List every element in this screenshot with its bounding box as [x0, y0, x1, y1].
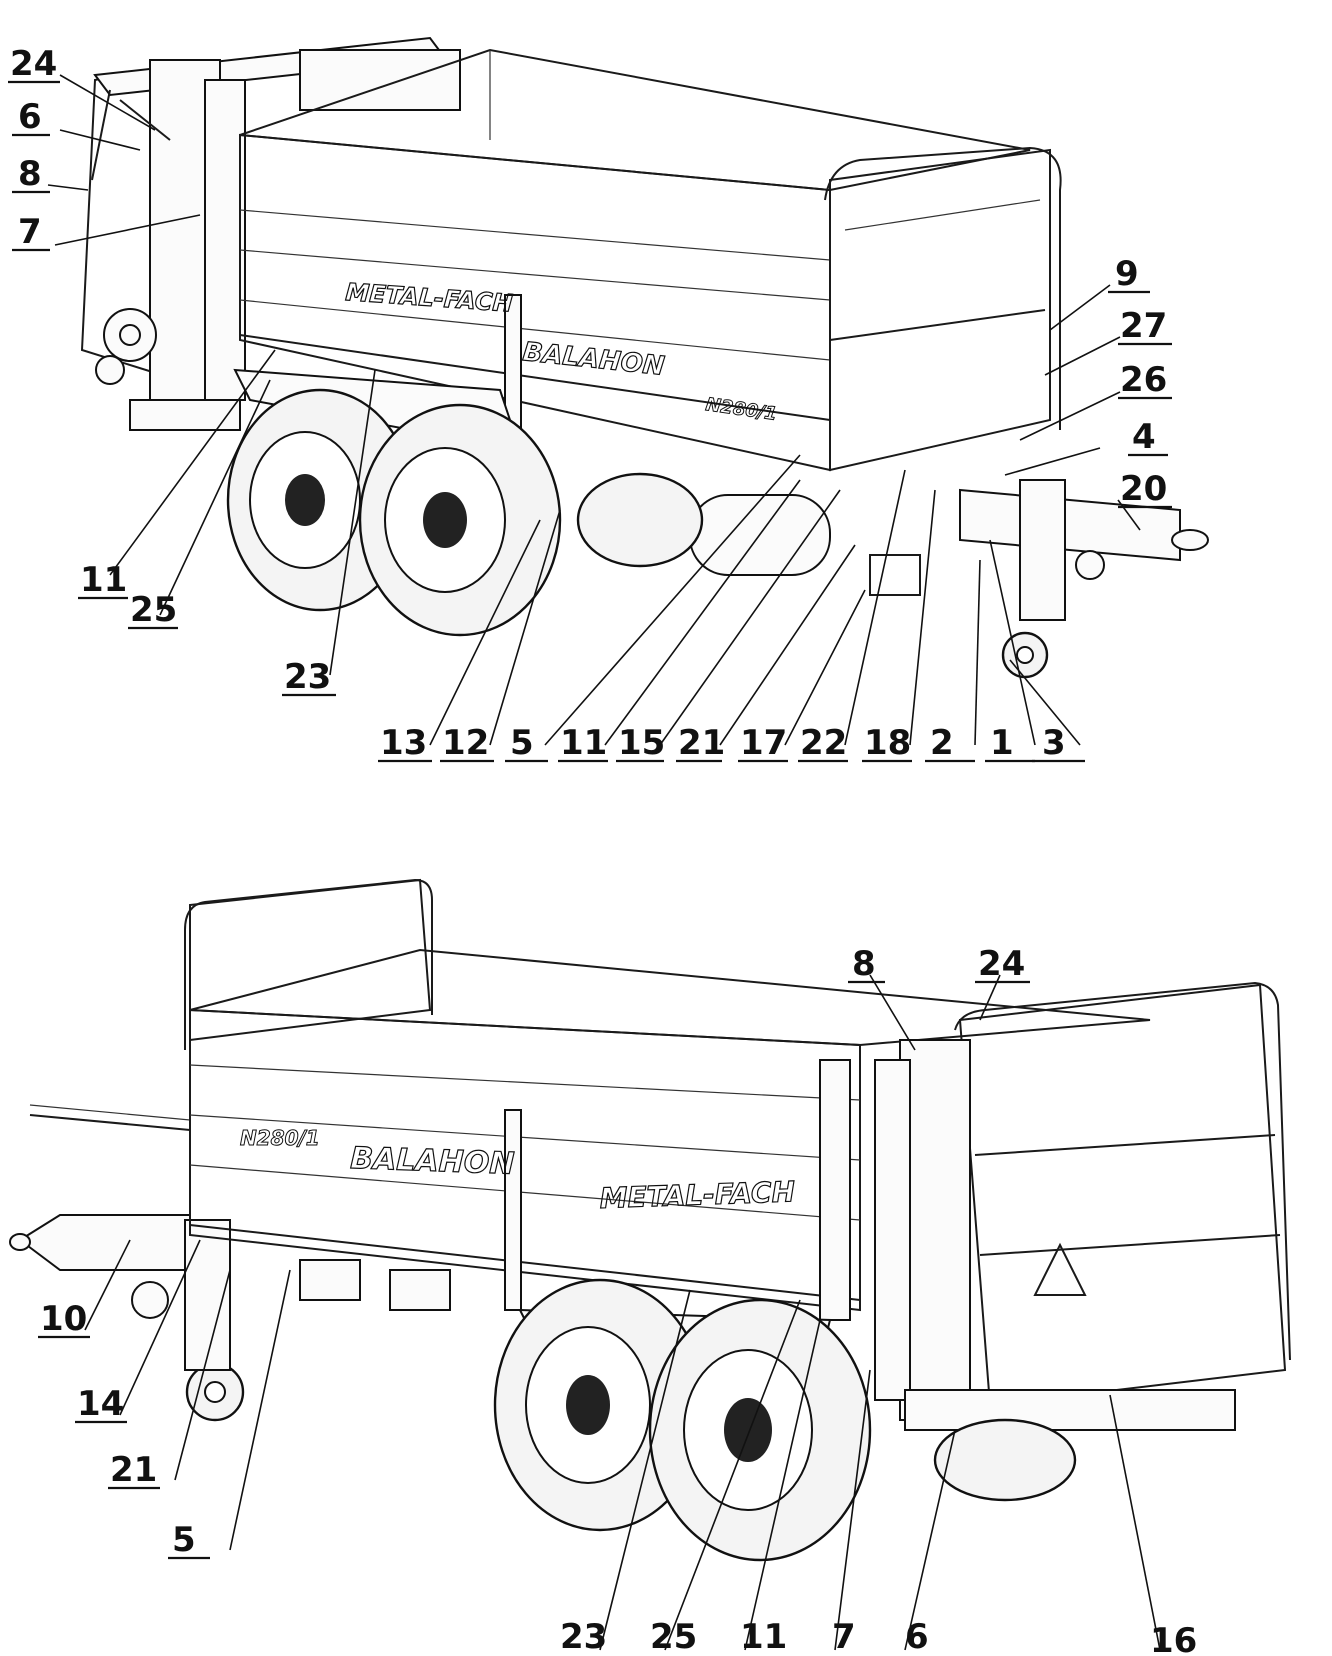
- rear-beater-guard: [80, 36, 461, 431]
- top-label-8: 8: [18, 154, 42, 194]
- side-logo-metalfach-bottom: METAL-FACH: [599, 1175, 795, 1215]
- spreader-top-view: METAL-FACH BALAHON N280/1: [8, 36, 1209, 763]
- top-label-5: 5: [510, 723, 534, 763]
- drawbar-bottom: [9, 1104, 245, 1422]
- hydraulic-spring: [689, 494, 921, 596]
- bottom-label-23: 23: [560, 1617, 607, 1656]
- top-label-22: 22: [800, 723, 847, 763]
- top-label-1: 1: [990, 723, 1014, 763]
- top-label-26: 26: [1120, 360, 1167, 400]
- top-label-6: 6: [18, 97, 42, 137]
- top-label-9: 9: [1115, 254, 1139, 294]
- top-label-25: 25: [130, 590, 177, 630]
- top-callout-lines: [47, 74, 1141, 746]
- bottom-label-16: 16: [1150, 1621, 1197, 1656]
- top-label-24: 24: [10, 44, 57, 84]
- top-label-21: 21: [678, 723, 725, 763]
- top-label-12: 12: [442, 723, 489, 763]
- front-mesh-guard: [824, 146, 1062, 472]
- top-label-7: 7: [18, 212, 42, 252]
- top-label-17: 17: [740, 723, 787, 763]
- top-label-4: 4: [1132, 417, 1156, 457]
- top-label-13: 13: [380, 723, 427, 763]
- top-label-11-bottom: 11: [560, 723, 607, 763]
- bottom-label-6: 6: [905, 1617, 929, 1656]
- top-label-2: 2: [930, 723, 954, 763]
- rear-beater-guard-bottom: [874, 981, 1291, 1431]
- bottom-label-24: 24: [978, 944, 1025, 984]
- bottom-part-labels: 8 24 10 14 21 5 23 25 11 7 6 16: [40, 944, 1197, 1656]
- tandem-wheels-bottom: [493, 1278, 1077, 1562]
- side-logo-brand: BALAHON: [521, 337, 666, 382]
- bottom-label-5: 5: [172, 1520, 196, 1560]
- top-label-15: 15: [618, 723, 665, 763]
- side-model-plate: N280/1: [704, 394, 778, 425]
- bottom-label-14: 14: [77, 1384, 124, 1424]
- bottom-label-8: 8: [852, 944, 876, 984]
- top-label-underlines: [8, 80, 1172, 763]
- bottom-label-10: 10: [40, 1299, 87, 1339]
- bottom-label-21: 21: [110, 1450, 157, 1490]
- top-label-27: 27: [1120, 306, 1167, 346]
- top-part-labels: 24 6 8 7 9 27 26 4 20 11 25 23 13 12 5 1…: [10, 44, 1167, 763]
- top-label-11-left: 11: [80, 560, 127, 600]
- bottom-label-11: 11: [740, 1617, 787, 1656]
- side-model-plate-bottom: N280/1: [240, 1126, 320, 1150]
- side-logo-metalfach: METAL-FACH: [345, 278, 514, 318]
- tandem-wheels: [226, 388, 704, 637]
- side-logo-brand-bottom: BALAHON: [350, 1141, 515, 1182]
- bottom-label-7: 7: [832, 1617, 856, 1656]
- bottom-label-underlines: [38, 980, 1030, 1560]
- top-label-23: 23: [284, 657, 331, 697]
- hopper-body-bottom: N280/1 BALAHON METAL-FACH: [189, 948, 1151, 1362]
- spreader-bottom-view: N280/1 BALAHON METAL-FACH: [9, 878, 1291, 1656]
- bottom-callout-lines: [84, 974, 1161, 1651]
- drawbar: [959, 479, 1209, 679]
- top-label-18: 18: [864, 723, 911, 763]
- bottom-label-25: 25: [650, 1617, 697, 1656]
- top-label-20: 20: [1120, 469, 1167, 509]
- top-label-3: 3: [1042, 723, 1066, 763]
